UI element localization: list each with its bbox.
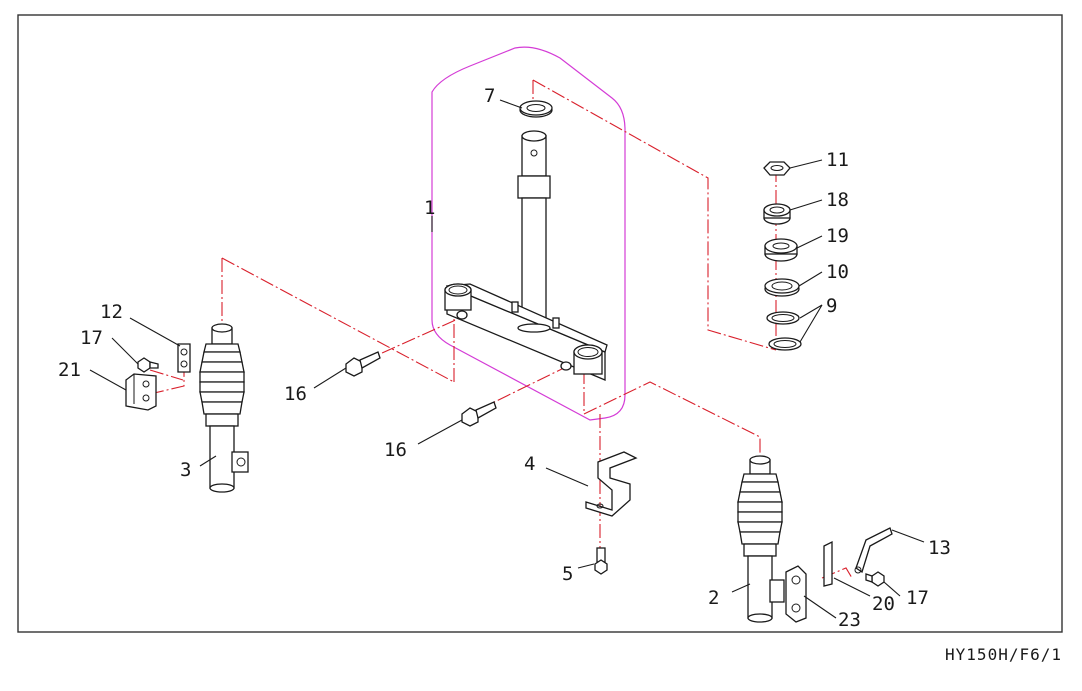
part-cable-guide-13 [854, 527, 893, 574]
part-bracket-4 [585, 451, 638, 517]
steering-stem-group-outline [431, 46, 626, 421]
part-nut-11 [763, 161, 791, 176]
part-bolt-16-right [461, 401, 497, 427]
callout-2: 2 [708, 587, 719, 609]
part-bracket-21 [125, 373, 157, 411]
part-bearing-rings-9 [766, 311, 802, 351]
leader-lines [89, 99, 925, 619]
part-bolt-16-left [345, 351, 381, 377]
callout-18: 18 [826, 189, 849, 211]
part-plate-12 [177, 343, 191, 373]
callout-5: 5 [562, 563, 573, 585]
callout-13: 13 [928, 537, 951, 559]
callout-1: 1 [424, 197, 435, 219]
callout-19: 19 [826, 225, 849, 247]
callout-12: 12 [100, 301, 123, 323]
callout-7: 7 [484, 85, 495, 107]
callout-4: 4 [524, 453, 535, 475]
drawing-code: HY150H/F6/1 [945, 645, 1062, 664]
part-washer-19 [764, 238, 798, 262]
part-plate-20 [823, 540, 833, 587]
part-nut-18 [763, 203, 791, 225]
callout-17-right: 17 [906, 587, 929, 609]
part-screw-5 [594, 547, 608, 575]
callout-16-right: 16 [384, 439, 407, 461]
part-fork-leg-2 [737, 455, 785, 623]
callout-20: 20 [872, 593, 895, 615]
callout-10: 10 [826, 261, 849, 283]
part-screw-17-right [865, 571, 885, 587]
drawing-frame [17, 14, 1063, 633]
callout-17-left: 17 [80, 327, 103, 349]
part-seal-7 [519, 100, 553, 118]
part-fork-leg-3 [199, 323, 249, 493]
part-bearing-10 [764, 278, 800, 297]
callout-21: 21 [58, 359, 81, 381]
part-caliper-bracket-23 [785, 565, 807, 623]
callout-23: 23 [838, 609, 861, 631]
part-steering-stem-1 [444, 130, 608, 381]
callout-labels: 7 1 11 18 19 10 9 12 17 21 16 16 3 4 5 2… [58, 85, 951, 631]
callout-11: 11 [826, 149, 849, 171]
callout-16-left: 16 [284, 383, 307, 405]
callout-9: 9 [826, 295, 837, 317]
part-screw-17-left [137, 357, 159, 373]
callout-3: 3 [180, 459, 191, 481]
